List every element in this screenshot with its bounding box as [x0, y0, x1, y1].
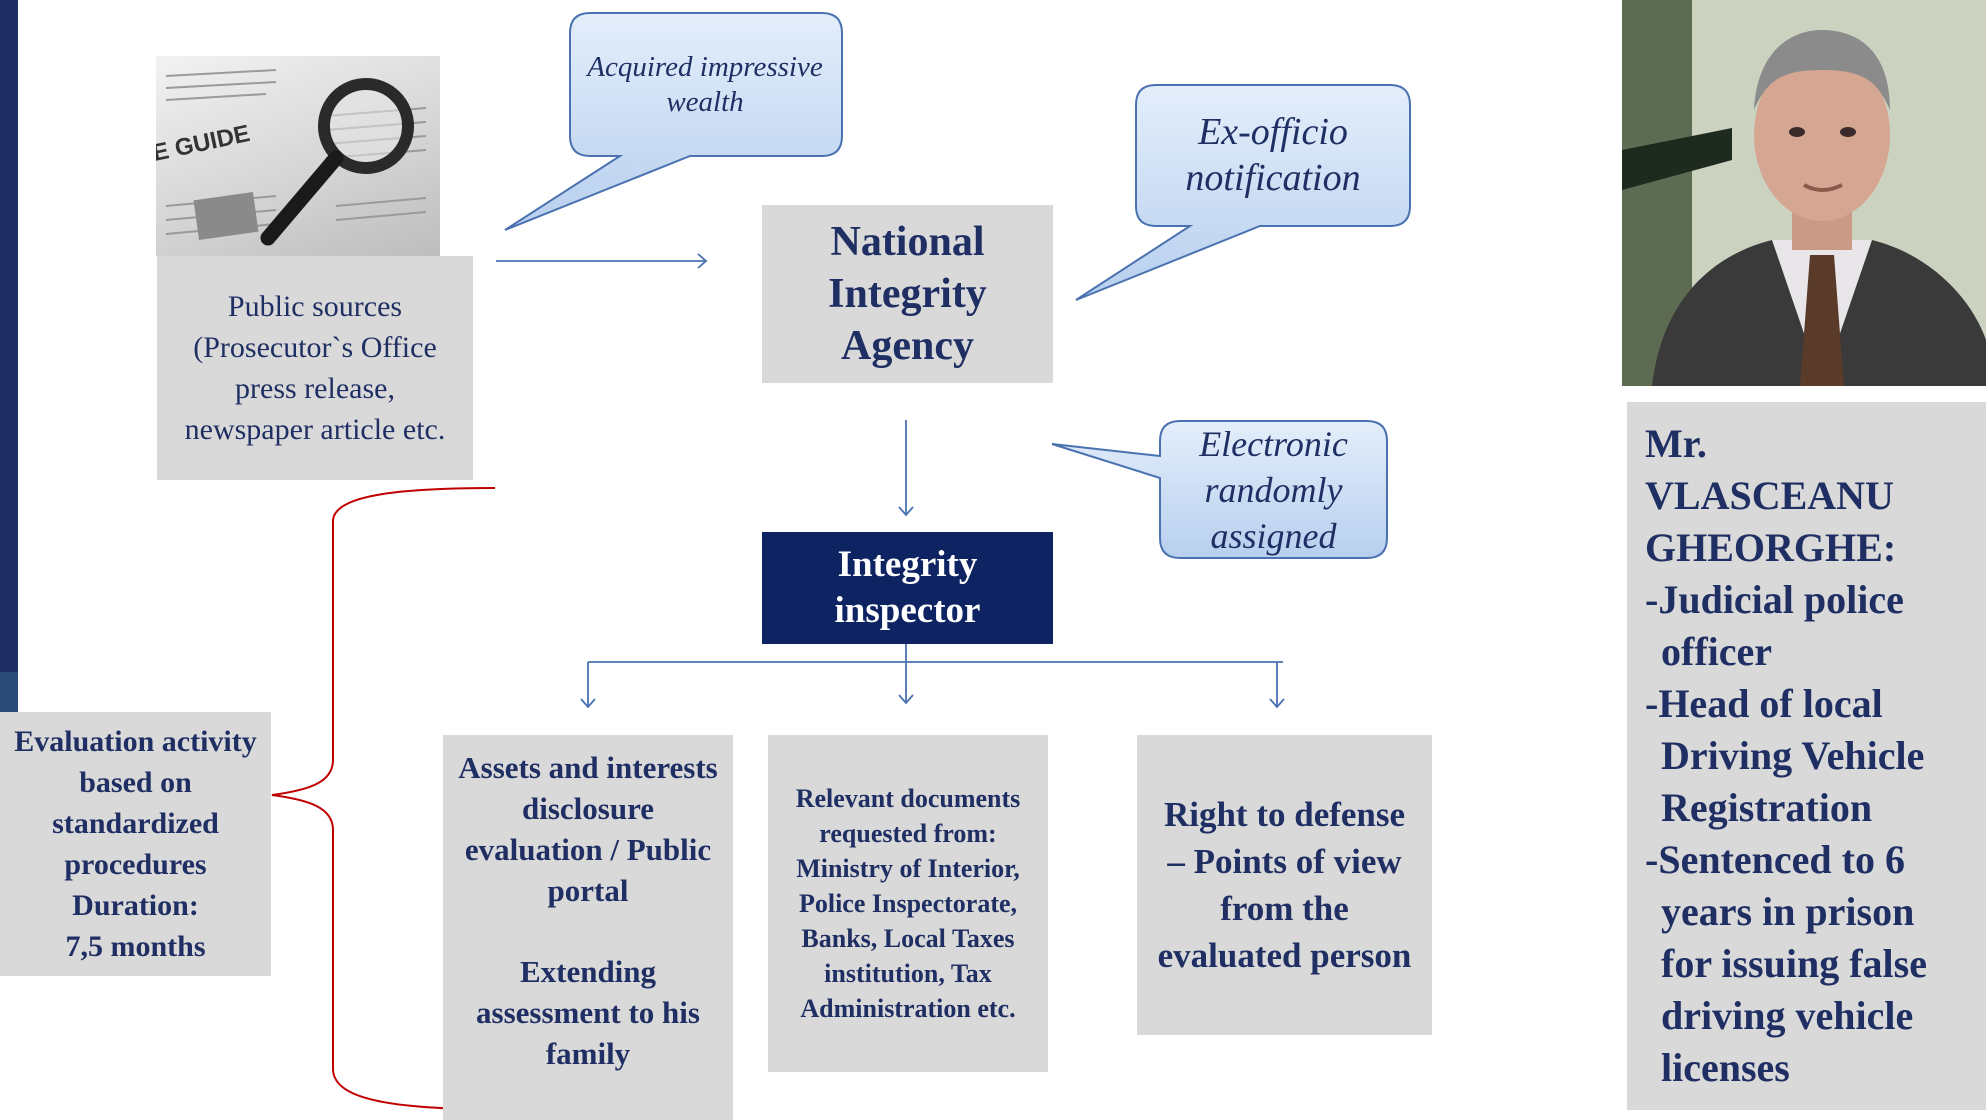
- inspector-line-1: Integrity: [837, 544, 978, 585]
- public-sources-text: Public sources (Prosecutor`s Office pres…: [184, 290, 446, 446]
- relevant-documents-box: Relevant documents requested from: Minis…: [768, 735, 1048, 1072]
- inspector-line-2: inspector: [834, 590, 981, 631]
- agency-line-3: Agency: [841, 323, 974, 369]
- defense-text: Right to defense – Points of view from t…: [1157, 795, 1412, 975]
- bio-item-3e: licenses: [1661, 1045, 1790, 1090]
- bio-item-1a: -Judicial police: [1645, 577, 1904, 622]
- bio-name-2: VLASCEANU: [1645, 473, 1894, 518]
- duration-label: Duration:: [72, 889, 199, 922]
- bio-item-2c: Registration: [1661, 785, 1873, 830]
- national-integrity-agency-box: National Integrity Agency: [762, 205, 1053, 383]
- portrait-photo: [1622, 0, 1986, 386]
- public-sources-box: Public sources (Prosecutor`s Office pres…: [157, 256, 473, 480]
- left-accent-bar-lower: [0, 672, 18, 712]
- agency-line-2: Integrity: [828, 271, 987, 317]
- assets-evaluation-box: Assets and interests disclosure evaluati…: [443, 735, 733, 1120]
- bio-item-3b: years in prison: [1661, 889, 1915, 934]
- assets-text: Assets and interests disclosure evaluati…: [458, 750, 718, 908]
- bio-item-3a: -Sentenced to 6: [1645, 837, 1905, 882]
- bio-name-3: GHEORGHE:: [1645, 525, 1897, 570]
- bubble-exofficio-text: Ex-officio notification: [1185, 111, 1361, 199]
- agency-line-1: National: [830, 219, 985, 265]
- evaluation-activity-box: Evaluation activity based on standardize…: [0, 712, 271, 976]
- integrity-inspector-box: Integrity inspector: [762, 532, 1053, 644]
- bio-item-2b: Driving Vehicle: [1661, 733, 1925, 778]
- bio-item-3c: for issuing false: [1661, 941, 1927, 986]
- duration-value: 7,5 months: [65, 930, 206, 963]
- documents-text: Relevant documents requested from: Minis…: [795, 784, 1021, 1023]
- left-accent-bar: [0, 0, 18, 672]
- bio-name-1: Mr.: [1645, 421, 1707, 466]
- bio-item-2a: -Head of local: [1645, 681, 1883, 726]
- bio-box: Mr. VLASCEANU GHEORGHE: -Judicial police…: [1627, 402, 1986, 1110]
- bubble-wealth: Acquired impressive wealth: [580, 35, 830, 135]
- magnifier-icon: [260, 78, 414, 246]
- portrait-illustration: [1622, 0, 1986, 386]
- bubble-exofficio-shape: [1075, 84, 1411, 301]
- bubble-wealth-text: Acquired impressive wealth: [587, 51, 823, 118]
- bubble-wealth-shape: [504, 12, 843, 231]
- extending-text: Extending assessment to his family: [476, 954, 700, 1071]
- evaluation-brace: [271, 487, 496, 1111]
- bubble-electronic-shape: [1051, 420, 1388, 559]
- right-to-defense-box: Right to defense – Points of view from t…: [1137, 735, 1432, 1035]
- bubble-electronic: Electronic randomly assigned: [1170, 422, 1377, 558]
- evaluation-text: Evaluation activity based on standardize…: [14, 725, 257, 881]
- newspaper-photo: E GUIDE: [156, 56, 440, 256]
- bubble-exofficio: Ex-officio notification: [1148, 98, 1398, 212]
- bubble-electronic-text: Electronic randomly assigned: [1199, 424, 1348, 556]
- bio-item-1b: officer: [1661, 629, 1773, 674]
- bio-item-3d: driving vehicle: [1661, 993, 1914, 1038]
